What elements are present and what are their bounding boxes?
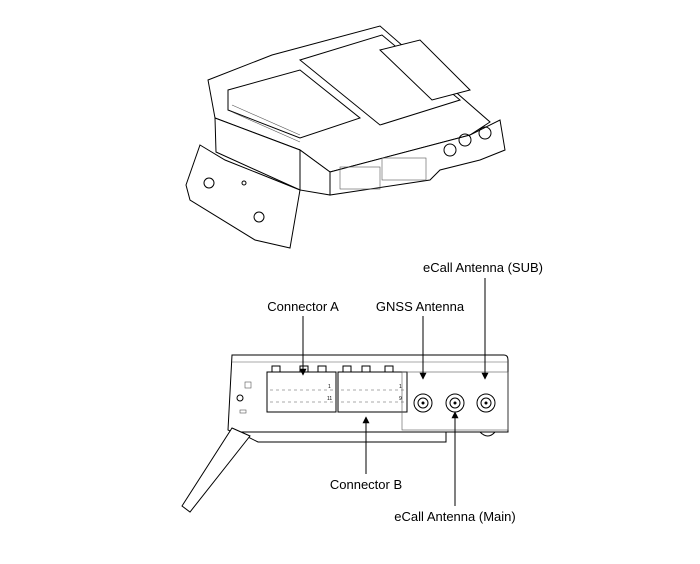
connector-b-label: Connector B bbox=[330, 477, 402, 492]
module-front-view: 1 11 1 9 bbox=[181, 354, 509, 513]
ecall-antenna-sub-label: eCall Antenna (SUB) bbox=[423, 260, 543, 275]
module-isometric-view bbox=[185, 25, 506, 249]
antenna-port-gnss bbox=[413, 393, 433, 413]
connector-a bbox=[266, 371, 337, 413]
pin-label-a-bottom: 11 bbox=[327, 396, 332, 402]
connector-a-label: Connector A bbox=[267, 299, 339, 314]
pin-label-b-bottom: 9 bbox=[399, 396, 402, 402]
antenna-port-ecall-sub bbox=[476, 393, 496, 413]
gnss-antenna-label: GNSS Antenna bbox=[376, 299, 465, 314]
connector-b bbox=[337, 371, 408, 413]
pin-label-a-top: 1 bbox=[328, 384, 331, 390]
pin-label-b-top: 1 bbox=[399, 384, 402, 390]
ecall-antenna-main-label: eCall Antenna (Main) bbox=[394, 509, 515, 524]
